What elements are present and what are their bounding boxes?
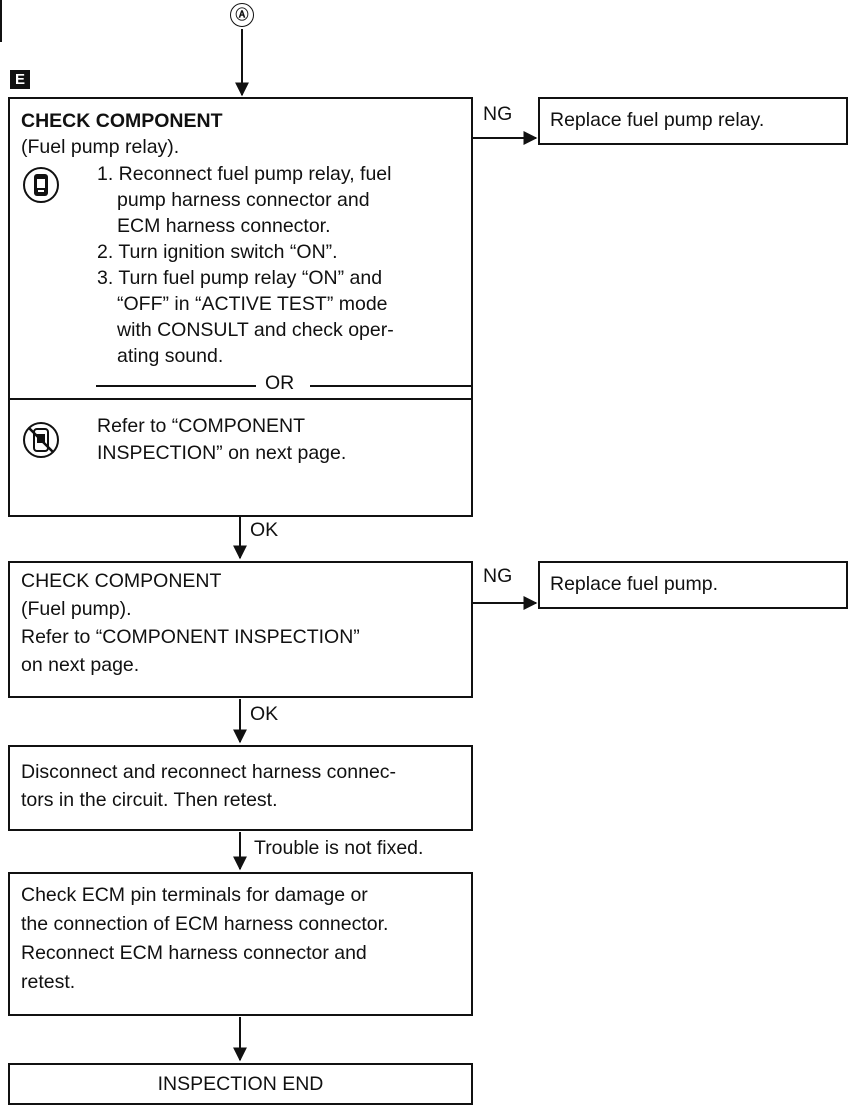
step3-result-label: Trouble is not fixed. (254, 837, 424, 859)
step4-line-2: the connection of ECM harness connector. (21, 913, 389, 935)
section-marker-label: E (14, 71, 25, 88)
step4-line-4: retest. (21, 971, 76, 993)
step3-box: Disconnect and reconnect harness connec-… (8, 745, 473, 831)
or-divider-line-full (10, 398, 471, 400)
step1-ok-label: OK (250, 519, 279, 541)
step1-consult-line-4: 2. Turn ignition switch “ON”. (97, 241, 338, 263)
step4-line-1: Check ECM pin terminals for damage or (21, 884, 368, 906)
step1-consult-line-7: with CONSULT and check oper- (117, 319, 394, 341)
step1-consult-line-5: 3. Turn fuel pump relay “ON” and (97, 267, 383, 289)
step1-ng-action: Replace fuel pump relay. (550, 109, 765, 131)
step1-alt-line-1: Refer to “COMPONENT (97, 415, 306, 437)
step2-line-4: on next page. (21, 654, 140, 676)
consult-icon (22, 166, 60, 204)
step1-consult-line-1: 1. Reconnect fuel pump relay, fuel (97, 163, 392, 185)
step2-ng-label: NG (483, 565, 513, 587)
section-marker: E (10, 70, 30, 89)
inspection-end-label: INSPECTION END (157, 1073, 324, 1095)
step1-subtitle: (Fuel pump relay). (21, 136, 180, 158)
step1-alt-line-2: INSPECTION” on next page. (97, 442, 347, 464)
connector-a-symbol: Ⓐ (230, 3, 254, 27)
step2-box: CHECK COMPONENT (Fuel pump). Refer to “C… (8, 561, 473, 698)
step1-title: CHECK COMPONENT (21, 110, 223, 132)
step1-box: CHECK COMPONENT (Fuel pump relay). 1. Re… (8, 97, 473, 517)
step2-ng-action-box: Replace fuel pump. (538, 561, 848, 609)
step4-line-3: Reconnect ECM harness connector and (21, 942, 367, 964)
step1-consult-line-8: ating sound. (117, 345, 224, 367)
step2-ok-label: OK (250, 703, 279, 725)
or-divider-line-right (310, 385, 473, 387)
step1-consult-line-6: “OFF” in “ACTIVE TEST” mode (117, 293, 388, 315)
step2-line-3: Refer to “COMPONENT INSPECTION” (21, 626, 360, 648)
step1-consult-line-2: pump harness connector and (117, 189, 370, 211)
step1-ng-action-box: Replace fuel pump relay. (538, 97, 848, 145)
inspection-end-box: INSPECTION END (8, 1063, 473, 1105)
step2-ng-action: Replace fuel pump. (550, 573, 719, 595)
step1-consult-line-3: ECM harness connector. (117, 215, 331, 237)
no-consult-icon (22, 421, 60, 459)
step3-line-1: Disconnect and reconnect harness connec- (21, 761, 397, 783)
step2-line-2: (Fuel pump). (21, 598, 132, 620)
step1-ng-label: NG (483, 103, 513, 125)
connector-a-label: Ⓐ (235, 7, 249, 22)
or-divider-line-left (96, 385, 256, 387)
step3-line-2: tors in the circuit. Then retest. (21, 789, 278, 811)
step2-line-1: CHECK COMPONENT (21, 570, 222, 592)
or-label: OR (265, 372, 295, 394)
step4-box: Check ECM pin terminals for damage or th… (8, 872, 473, 1016)
page-edge-line (0, 0, 2, 42)
